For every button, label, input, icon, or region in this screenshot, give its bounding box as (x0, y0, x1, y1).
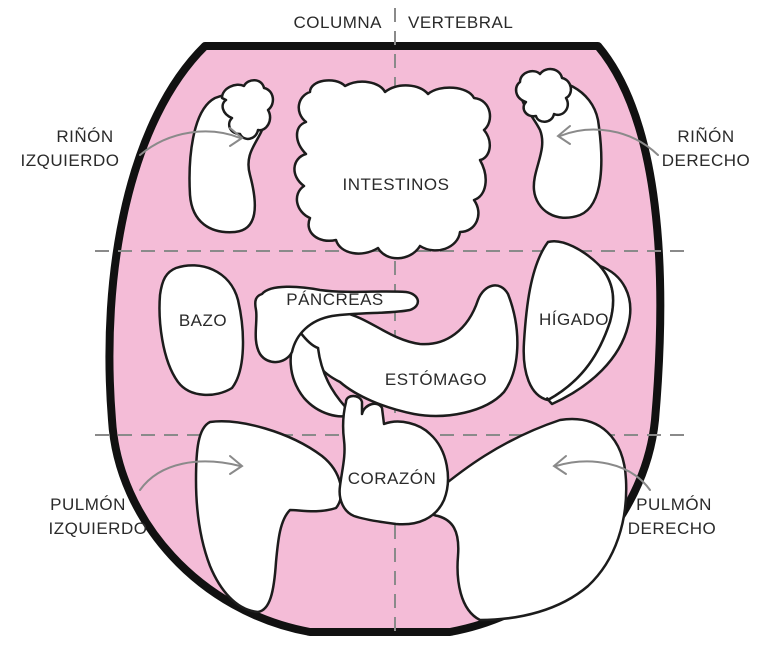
label-stomach: ESTÓMAGO (385, 370, 487, 389)
label-kidney-right-line1: RIÑÓN (677, 127, 734, 146)
header-left: COLUMNA (293, 13, 382, 32)
label-heart: CORAZÓN (348, 469, 437, 488)
label-lung-right-line2: DERECHO (628, 519, 717, 538)
label-liver: HÍGADO (539, 310, 609, 329)
label-lung-right-line1: PULMÓN (636, 495, 712, 514)
label-kidney-right-line2: DERECHO (662, 151, 751, 170)
label-intestines: INTESTINOS (342, 175, 449, 194)
header-right: VERTEBRAL (408, 13, 513, 32)
label-spleen: BAZO (179, 311, 227, 330)
label-kidney-left-line1: RIÑÓN (56, 127, 113, 146)
label-pancreas: PÁNCREAS (286, 290, 384, 309)
label-lung-left-line1: PULMÓN (50, 495, 126, 514)
label-lung-left-line2: IZQUIERDO (49, 519, 148, 538)
intestines-shape (294, 80, 490, 258)
label-kidney-left-line2: IZQUIERDO (21, 151, 120, 170)
